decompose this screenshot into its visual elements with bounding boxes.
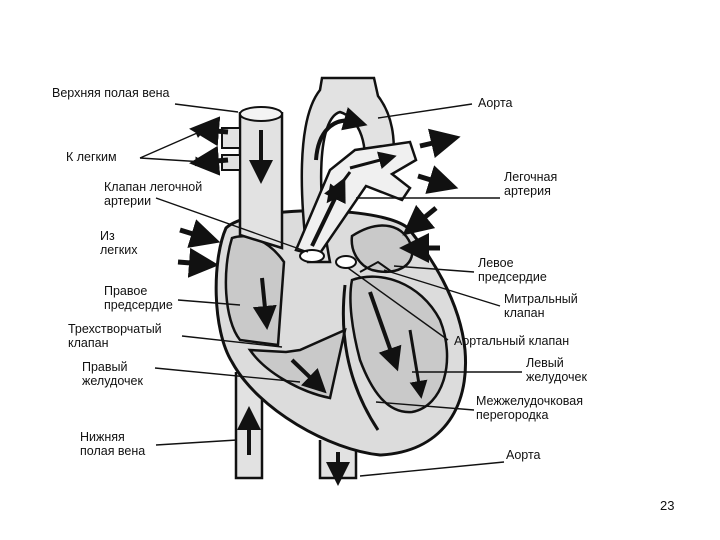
left-atrium-chamber [350,224,414,273]
label-line: предсердие [478,270,547,284]
label-line: желудочек [82,374,143,388]
label-line: легких [100,243,138,257]
leader-to-lungs-1 [139,129,205,159]
label-line: Аорта [506,448,541,462]
label-line: клапан [504,306,545,320]
arrow-to-lungs-lower [189,145,229,176]
interventricular-septum [341,284,380,431]
arrow-left-pulm-vein-upper [402,204,438,236]
leader-septum [375,401,475,411]
pulmonary-valve-shape [299,249,325,263]
label-left-atrium: Левое предсердие [478,256,547,284]
label-superior-vena-cava: Верхняя полая вена [52,86,170,100]
label-from-lungs: Из легких [100,229,138,257]
label-line: Трехстворчатый [68,322,162,336]
flow-arrow-left-ventricle-2 [408,329,428,399]
leader-svc [174,103,239,113]
label-line: клапан [68,336,109,350]
label-pulmonary-valve: Клапан легочной артерии [104,180,202,208]
label-right-ventricle: Правый желудочек [82,360,143,388]
label-tricuspid-valve: Трехстворчатый клапан [68,322,162,350]
label-line: Левый [526,356,564,370]
leader-aorta-top [377,103,473,119]
label-line: Из [100,229,115,243]
mitral-valve-shape [359,260,393,273]
flow-arrow-right-ventricle [290,358,327,394]
label-inferior-vena-cava: Нижняя полая вена [80,430,145,458]
label-line: Митральный [504,292,578,306]
svc-opening [239,106,283,122]
label-line: Правое [104,284,148,298]
label-left-ventricle: Левый желудочек [526,356,587,384]
leader-left-atrium [393,265,475,273]
flow-arrow-pulmonary-right [326,171,352,204]
leader-mitral [383,269,501,307]
leader-aorta-bottom [359,461,505,477]
label-line: Межжелудочковая [476,394,584,408]
label-aortic-valve: Аортальный клапан [454,334,569,348]
label-aorta-bottom: Аорта [506,448,541,462]
pulmonary-trunk [294,140,418,258]
arrow-from-lungs-lower [177,247,219,278]
flow-arrow-pulmonary-left [349,151,397,170]
arrow-from-lungs-upper [179,219,221,248]
aortic-valve-shape [335,255,357,269]
label-line: К легким [66,150,117,164]
label-line: артерии [104,194,152,208]
label-line: предсердие [104,298,173,312]
label-line: Левое [478,256,514,270]
label-line: Легочная [504,170,558,184]
flow-arrow-left-ventricle-1 [368,291,402,372]
flow-arrow-right-atrium [252,277,277,330]
label-septum: Межжелудочковая перегородка [476,394,583,422]
leader-tricuspid [181,335,283,348]
leader-right-atrium [177,299,241,306]
leader-to-lungs-2 [139,156,205,167]
arrow-right-lung-upper [419,128,461,158]
pulmonary-vein-right [221,127,241,171]
right-atrium-chamber [224,235,286,347]
leader-ivc [155,439,238,446]
label-pulmonary-artery: Легочная артерия [504,170,557,198]
label-line: Правый [82,360,128,374]
label-line: Аортальный клапан [454,334,570,348]
leader-aortic-valve [347,267,449,341]
leader-right-ventricle [154,367,301,383]
label-line: артерия [504,184,551,198]
page-number: 23 [660,498,675,513]
label-line: Верхняя полая вена [52,86,170,100]
label-line: желудочек [526,370,587,384]
leader-pulmonary-valve [155,197,309,253]
label-line: Нижняя [80,430,125,444]
label-to-lungs: К легким [66,150,117,164]
label-line: полая вена [80,444,146,458]
label-aorta-top: Аорта [478,96,513,110]
flow-arrow-aorta [314,107,368,161]
arrow-to-lungs-upper [189,116,229,147]
label-line: Аорта [478,96,513,110]
label-line: перегородка [476,408,549,422]
label-mitral-valve: Митральный клапан [504,292,578,320]
label-line: Клапан легочной [104,180,203,194]
label-right-atrium: Правое предсердие [104,284,173,312]
arrow-right-lung-lower [417,165,459,194]
